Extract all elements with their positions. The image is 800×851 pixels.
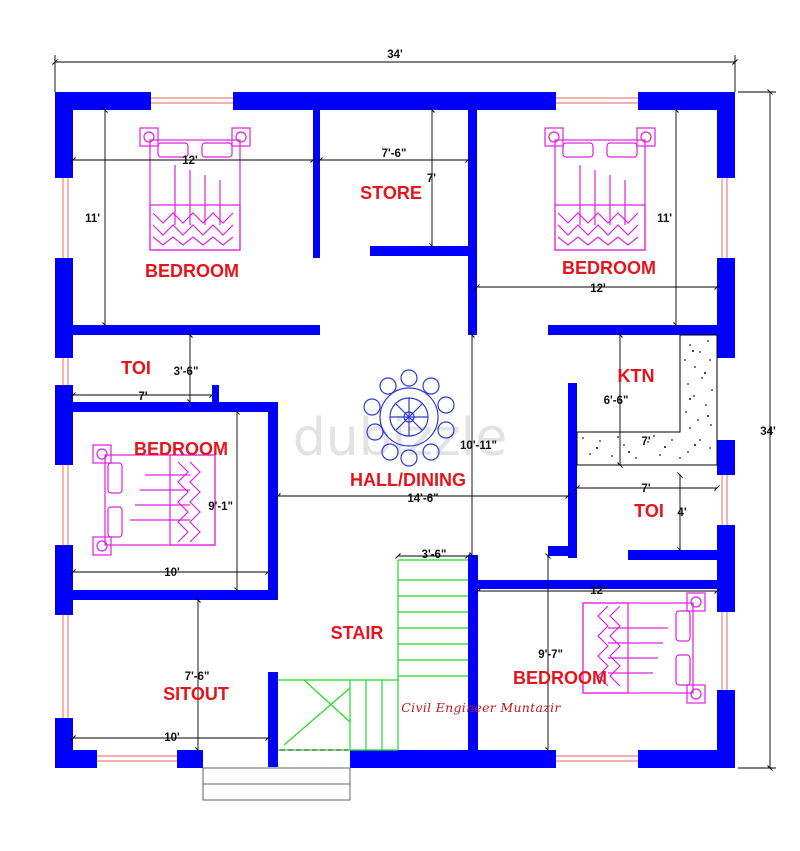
dim-bed4-height: 9'-7" [538, 649, 563, 661]
dim-bed2-width: 12' [590, 283, 606, 295]
room-bedroom-bottom-right: BEDROOM [513, 668, 607, 688]
dim-sitout-width: 10' [164, 732, 180, 744]
room-stair: STAIR [331, 623, 384, 643]
bed-icon [582, 592, 706, 704]
dim-overall-width: 34' [387, 49, 403, 61]
room-hall-dining: HALL/DINING [350, 470, 466, 490]
dim-bed3-height: 9'-1" [208, 501, 233, 513]
dim-toi2-width: 7' [641, 483, 650, 495]
dim-hall-width: 14'-6" [407, 493, 438, 505]
room-bedroom-top-right: BEDROOM [562, 258, 656, 278]
dimension-labels: 34' 34' 12' 11' 7'-6" 7' 12' 11' 7' 3'-6… [85, 49, 776, 744]
dimension-lines [52, 55, 776, 771]
room-bedroom-mid-left: BEDROOM [134, 439, 228, 459]
dim-bed1-height: 11' [85, 213, 100, 225]
dim-bed1-width: 12' [182, 155, 198, 167]
dim-bed2-height: 11' [657, 213, 672, 225]
dim-stair-width: 3'-6" [422, 549, 447, 561]
dim-ktn-height: 6'-6" [604, 395, 629, 407]
dim-store-width: 7'-6" [382, 148, 407, 160]
dining-table-icon [363, 369, 455, 467]
bed-icon [544, 127, 656, 251]
dim-sitout-height: 7'-6" [185, 671, 210, 683]
bed-icon [139, 127, 251, 251]
credit-text: Civil Engineer Muntazir [401, 700, 561, 715]
room-toi-right: TOI [634, 501, 664, 521]
dim-bed3-width: 10' [164, 567, 180, 579]
room-kitchen: KTN [618, 366, 655, 386]
windows [62, 97, 728, 762]
bed-icon [92, 444, 216, 556]
dim-toi2-height: 4' [677, 507, 686, 519]
dim-overall-height: 34' [760, 426, 776, 438]
room-labels: BEDROOM STORE BEDROOM TOI KTN BEDROOM HA… [121, 183, 664, 704]
room-toi-left: TOI [121, 358, 151, 378]
room-bedroom-top-left: BEDROOM [145, 261, 239, 281]
dim-ktn-width: 7' [641, 436, 650, 448]
staircase [278, 559, 468, 751]
kitchen-counter [576, 334, 718, 466]
dim-bed4-width: 12' [590, 585, 606, 597]
dim-toi1-height: 3'-6" [174, 366, 199, 378]
walls [55, 92, 735, 768]
room-store: STORE [360, 183, 422, 203]
room-sitout: SITOUT [163, 684, 229, 704]
dim-hall-height: 10'-11" [460, 440, 497, 452]
dim-store-height: 7' [427, 173, 436, 185]
entry-steps [202, 767, 351, 801]
dim-toi1-width: 7' [138, 391, 147, 403]
